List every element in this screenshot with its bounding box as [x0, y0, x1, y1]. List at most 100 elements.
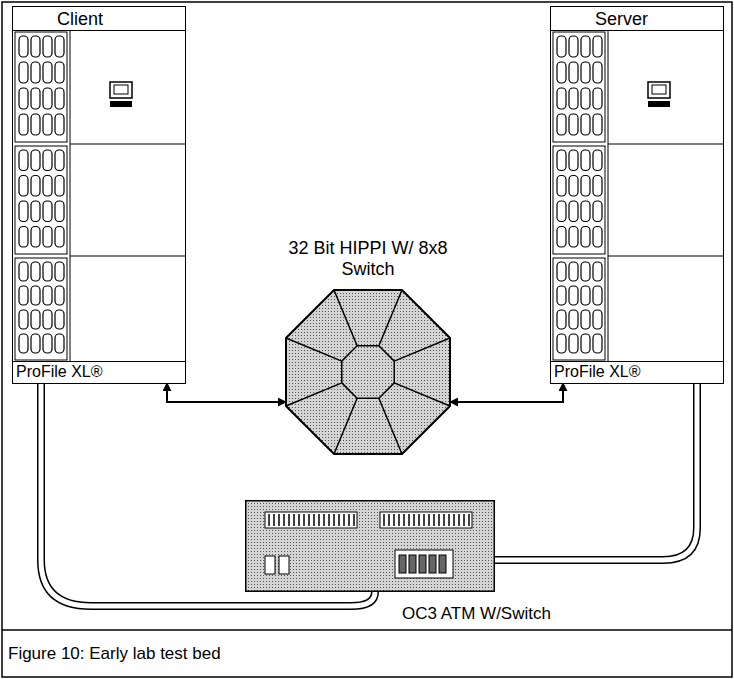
drive-bay	[557, 286, 566, 305]
monitor-icon	[648, 82, 670, 98]
port-panel	[395, 550, 453, 578]
rack-label: Server	[551, 7, 723, 31]
slot-stripe	[343, 514, 345, 526]
segment-line	[286, 338, 342, 361]
slot-stripe	[323, 514, 325, 526]
drive-bay	[31, 201, 40, 222]
storage-unit: ProFile XL®	[13, 361, 185, 383]
drive-bay	[31, 114, 40, 135]
storage-unit: ProFile XL®	[551, 361, 723, 383]
drive-bay	[19, 36, 28, 57]
drive-bay	[557, 227, 566, 248]
drive-bay	[19, 227, 28, 248]
monitor-screen	[652, 85, 666, 94]
drive-group	[553, 258, 605, 360]
drive-bay	[581, 114, 590, 135]
slot-stripe	[293, 514, 295, 526]
drive-bay	[43, 114, 52, 135]
slot-stripe	[408, 514, 410, 526]
switch-label: OC3 ATM W/Switch	[400, 604, 553, 624]
port	[399, 555, 406, 573]
slot-stripe	[353, 514, 355, 526]
drive-bay	[557, 88, 566, 109]
drive-bay	[19, 62, 28, 83]
drive-bay	[31, 150, 40, 171]
drive-bay	[19, 114, 28, 135]
drive-bay	[43, 227, 52, 248]
drive-bay	[19, 286, 28, 305]
drive-bay	[557, 310, 566, 329]
slot-stripe	[303, 514, 305, 526]
drive-group	[553, 32, 605, 142]
drive-bay	[43, 334, 52, 353]
drive-bay	[31, 310, 40, 329]
drive-bay	[593, 62, 602, 83]
slot-stripe	[308, 514, 310, 526]
shelf-line	[608, 256, 724, 257]
atm-switch: OC3 ATM W/Switch	[245, 500, 495, 592]
drive-bay	[593, 227, 602, 248]
rack-divider	[608, 30, 609, 362]
drive-bay	[593, 310, 602, 329]
drive-bay	[569, 201, 578, 222]
drive-bay	[55, 62, 64, 83]
drive-bay	[43, 176, 52, 197]
drive-bay	[593, 88, 602, 109]
slot-stripe	[388, 514, 390, 526]
port-block	[265, 556, 275, 574]
slot-stripe	[453, 514, 455, 526]
drive-bay	[557, 262, 566, 281]
drive-bay	[569, 36, 578, 57]
octagon-core	[342, 346, 394, 398]
port-block	[279, 556, 289, 574]
rack-label: Client	[13, 7, 185, 31]
octagon-body	[286, 290, 450, 454]
drive-group	[15, 146, 67, 254]
drive-bay	[55, 114, 64, 135]
drive-bay	[569, 176, 578, 197]
drive-bay	[43, 62, 52, 83]
drive-bay	[581, 176, 590, 197]
slot-stripe	[313, 514, 315, 526]
rack-cabinet: ServerProFile XL®	[550, 6, 724, 384]
hippi-connector	[450, 383, 563, 402]
slot-stripe	[393, 514, 395, 526]
drive-bay	[593, 36, 602, 57]
slot-stripe	[273, 514, 275, 526]
drive-bay	[581, 88, 590, 109]
drive-bay	[581, 286, 590, 305]
drive-bay	[43, 262, 52, 281]
rack-divider	[70, 30, 71, 362]
drive-bay	[55, 201, 64, 222]
slot-stripe	[278, 514, 280, 526]
drive-bay	[581, 201, 590, 222]
card-slot	[265, 512, 357, 528]
slot-stripe	[458, 514, 460, 526]
drive-bay	[593, 114, 602, 135]
drive-bay	[19, 150, 28, 171]
shelf-line	[70, 144, 186, 145]
drive-bay	[557, 62, 566, 83]
drive-bay	[557, 36, 566, 57]
segment-line	[379, 290, 402, 346]
slot-stripe	[468, 514, 470, 526]
card-slot	[380, 512, 472, 528]
drive-bay	[19, 176, 28, 197]
slot-stripe	[433, 514, 435, 526]
segment-line	[394, 383, 450, 406]
slot-stripe	[443, 514, 445, 526]
drive-bay	[31, 62, 40, 83]
unit-label: ProFile XL®	[16, 362, 185, 382]
port	[429, 555, 436, 573]
slot-stripe	[348, 514, 350, 526]
slot-stripe	[448, 514, 450, 526]
drive-bay	[55, 286, 64, 305]
slot-stripe	[283, 514, 285, 526]
octagon-outline	[286, 290, 450, 454]
drive-bay	[593, 262, 602, 281]
slot-stripe	[423, 514, 425, 526]
segment-line	[379, 398, 402, 454]
drive-bay	[31, 176, 40, 197]
drive-bay	[581, 262, 590, 281]
monitor-base	[110, 101, 132, 107]
